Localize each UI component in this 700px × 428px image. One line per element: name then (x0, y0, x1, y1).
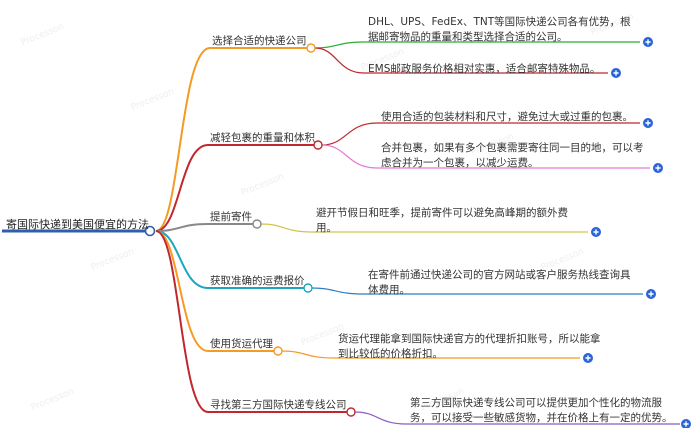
leaf-topic: 使用合适的包装材料和尺寸，避免过大或过重的包裹。 (381, 111, 633, 123)
branch-topic: 获取准确的运费报价 (210, 275, 305, 287)
branch-topic: 使用货运代理 (210, 338, 273, 350)
leaf-topic: 货运代理能拿到国际快递官方的代理折扣账号，所以能拿到比较低的价格折扣。 (338, 333, 601, 360)
branch-topic: 寻找第三方国际快递专线公司 (210, 399, 347, 411)
expand-plus-icon[interactable] (646, 289, 656, 299)
leaf-connector (314, 41, 365, 49)
branch-connector (155, 230, 209, 352)
leaf-connector (314, 47, 365, 74)
branch-collapse-toggle[interactable] (346, 407, 356, 417)
branch-connector (155, 144, 209, 232)
leaf-connector (354, 411, 407, 425)
branch-connector (155, 230, 209, 413)
root-collapse-toggle[interactable] (144, 225, 156, 237)
leaf-connector (260, 223, 313, 233)
leaf-topic: EMS邮政服务价格相对实惠，适合邮寄特殊物品。 (368, 63, 601, 75)
leaf-topic: DHL、UPS、FedEx、TNT等国际快递公司各有优势，根据邮寄物品的重量和类… (368, 16, 631, 43)
leaf-topic: 在寄件前通过快递公司的官方网站或客户服务热线查询具体费用。 (368, 269, 631, 296)
branch-collapse-toggle[interactable] (303, 283, 313, 293)
branch-collapse-toggle[interactable] (273, 346, 283, 356)
branch-collapse-toggle[interactable] (252, 219, 262, 229)
expand-plus-icon[interactable] (583, 353, 593, 363)
leaf-topic: 避开节假日和旺季，提前寄件可以避免高峰期的额外费用。 (316, 207, 568, 234)
branch-topic: 选择合适的快递公司 (212, 35, 307, 47)
expand-plus-icon[interactable] (643, 37, 653, 47)
leaf-connector (281, 350, 335, 359)
expand-plus-icon[interactable] (591, 227, 601, 237)
leaf-connector (311, 287, 365, 295)
branch-topic: 提前寄件 (210, 211, 252, 223)
leaf-topic: 合并包裹，如果有多个包裹需要寄往同一目的地，可以考虑合并为一个包裹，以减少运费。 (381, 142, 644, 169)
leaf-topic: 第三方国际快递专线公司可以提供更加个性化的物流服务，可以接受一些敏感货物，并在价… (410, 397, 673, 424)
leaf-connector (321, 144, 378, 169)
branch-connector (155, 223, 209, 232)
expand-plus-icon[interactable] (681, 419, 691, 428)
expand-plus-icon[interactable] (643, 118, 653, 128)
branch-topic: 减轻包裹的重量和体积 (210, 132, 315, 144)
branch-connector (155, 230, 209, 289)
branch-collapse-toggle[interactable] (313, 140, 323, 150)
leaf-connector (321, 122, 378, 146)
branch-connector (155, 47, 211, 232)
root-topic: 寄国际快递到美国便宜的方法 (6, 218, 149, 231)
branch-collapse-toggle[interactable] (306, 43, 316, 53)
expand-plus-icon[interactable] (611, 68, 621, 78)
expand-plus-icon[interactable] (653, 163, 663, 173)
